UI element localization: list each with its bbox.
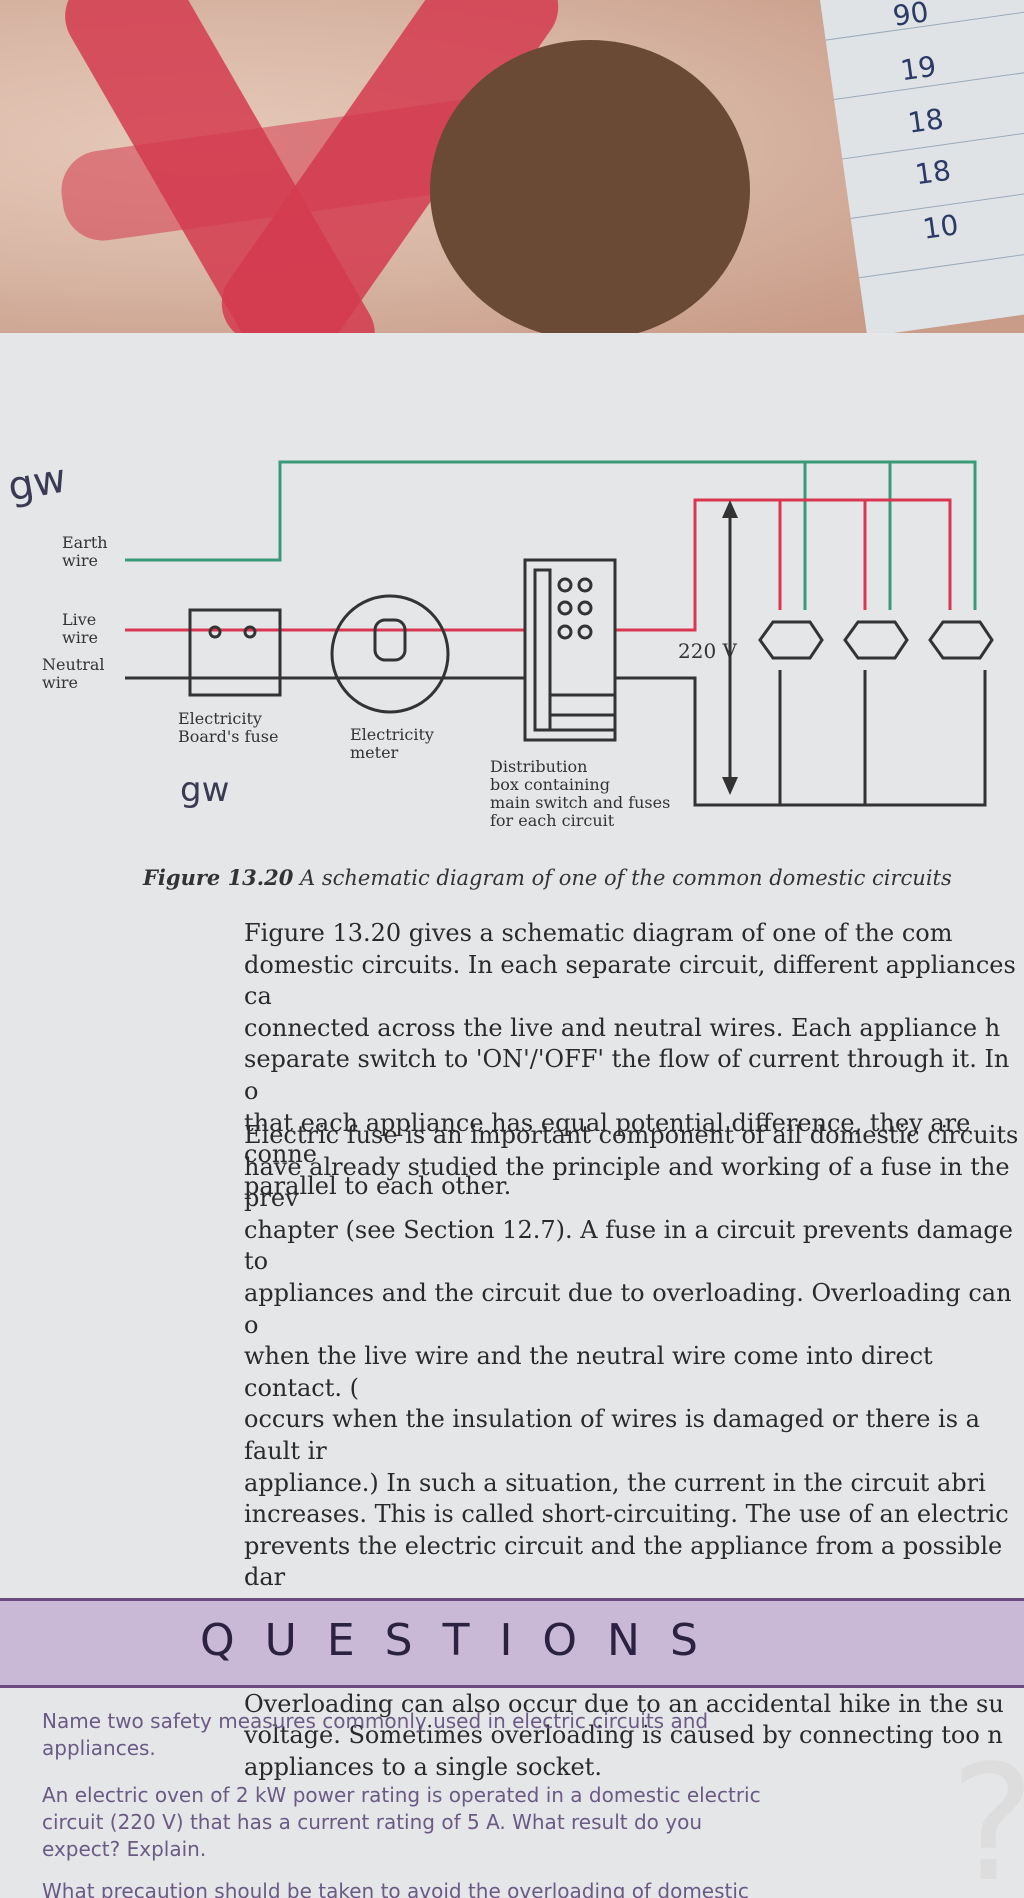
live-branch <box>615 498 952 632</box>
neutral-branch <box>615 670 987 807</box>
figure-caption: Figure 13.20 A schematic diagram of one … <box>143 865 952 890</box>
notebook-number: 10 <box>920 208 961 246</box>
distribution-box <box>523 558 617 742</box>
socket <box>758 620 824 660</box>
socket <box>843 620 909 660</box>
notebook-number: 18 <box>905 102 946 140</box>
socket <box>928 620 994 660</box>
electricity-meter <box>330 594 450 714</box>
earth-branch <box>803 462 892 610</box>
question: An electric oven of 2 kW power rating is… <box>42 1783 761 1861</box>
notebook-number: 90 <box>890 0 931 33</box>
handwriting: gw <box>180 770 230 810</box>
caption-text: A schematic diagram of one of the common… <box>293 866 952 890</box>
questions-banner: QUESTIONS <box>0 1598 1024 1688</box>
voltage-label: 220 V <box>678 639 738 663</box>
notebook-number: 19 <box>898 49 939 88</box>
questions-heading: QUESTIONS <box>200 1615 728 1666</box>
notebook-number: 18 <box>912 153 953 192</box>
question: What precaution should be taken to avoid… <box>42 1879 749 1898</box>
figure-number: Figure 13.20 <box>143 865 294 890</box>
paragraph: Figure 13.20 gives a schematic diagram o… <box>244 919 1016 1200</box>
question: Name two safety measures commonly used i… <box>42 1709 709 1760</box>
earth-wire <box>125 460 977 610</box>
brown-pattern <box>430 40 750 340</box>
board-fuse-box <box>188 608 282 697</box>
question-mark-icon: ? <box>950 1730 1024 1898</box>
